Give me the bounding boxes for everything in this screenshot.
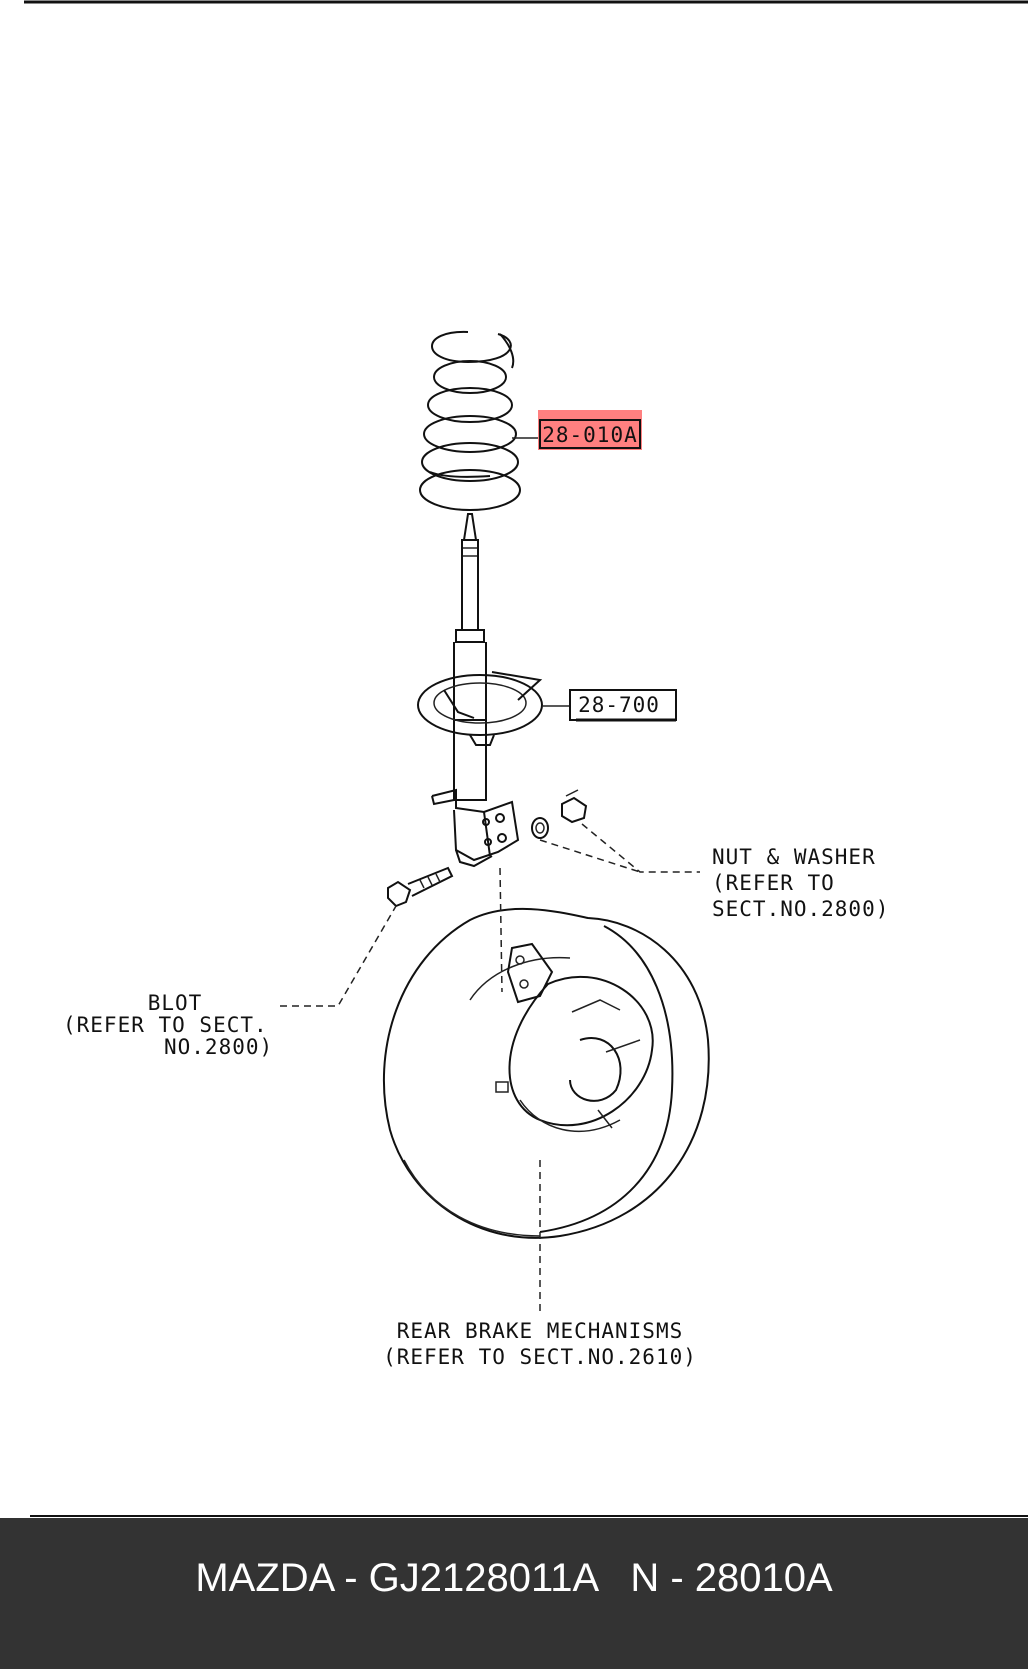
note-line: BLOT	[148, 991, 203, 1015]
callout-label-seat: 28-700	[578, 693, 660, 717]
caption-bar: MAZDA - GJ2128011A N - 28010A	[0, 1518, 1028, 1669]
coil-spring	[419, 330, 521, 511]
note-line: (REFER TO	[712, 871, 835, 895]
note-bolt: BLOT (REFER TO SECT. NO.2800)	[63, 991, 273, 1059]
brake-hub	[495, 942, 654, 1133]
note-nut-washer: NUT & WASHER (REFER TO SECT.NO.2800)	[712, 845, 889, 921]
note-line: (REFER TO SECT.	[63, 1013, 268, 1037]
piston-rod	[461, 513, 479, 631]
note-line: (REFER TO SECT.NO.2610)	[383, 1345, 697, 1369]
knuckle-bracket	[431, 788, 520, 868]
bolt-hardware	[387, 866, 454, 908]
callout-label-spring: 28-010A	[542, 423, 638, 447]
parts-diagram: 28-010A 28-700 NUT & WASHER (REFER TO SE…	[24, 0, 1028, 1517]
spring-seat	[417, 671, 543, 746]
note-line: SECT.NO.2800)	[712, 897, 889, 921]
leader-lines	[280, 437, 700, 1312]
callout-spring[interactable]: 28-010A	[538, 410, 642, 450]
wheel-tire	[383, 907, 710, 1239]
caption-text: MAZDA - GJ2128011A N - 28010A	[195, 1556, 833, 1600]
callout-seat[interactable]: 28-700	[569, 689, 677, 722]
note-line: REAR BRAKE MECHANISMS	[397, 1319, 684, 1343]
strut-body	[453, 629, 487, 801]
nut-washer-hardware	[531, 789, 588, 839]
callout-highlight	[538, 410, 642, 450]
note-line: NUT & WASHER	[712, 845, 876, 869]
note-brake: REAR BRAKE MECHANISMS (REFER TO SECT.NO.…	[383, 1319, 697, 1369]
note-line: NO.2800)	[164, 1035, 273, 1059]
